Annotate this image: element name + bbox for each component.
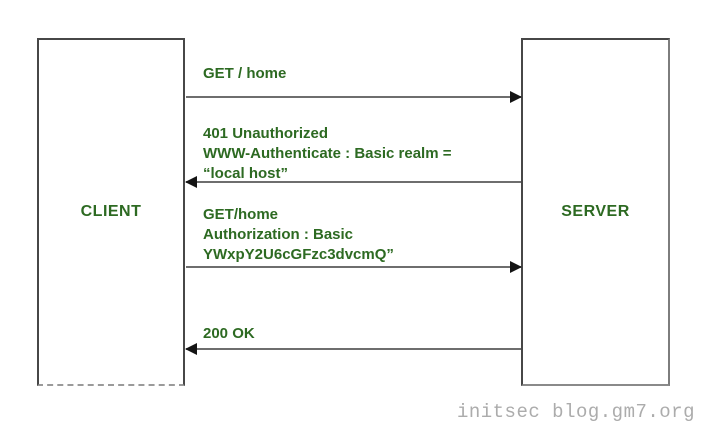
- message-2-line-1: 401 Unauthorized: [203, 125, 329, 142]
- message-2-label: 401 Unauthorized WWW-Authenticate : Basi…: [203, 124, 518, 184]
- message-3-arrow: [186, 261, 522, 273]
- arrowhead-left-icon: [185, 176, 197, 188]
- message-1-label: GET / home: [203, 64, 518, 84]
- message-3-line-1: GET/home: [203, 206, 279, 223]
- message-3-line-2: Authorization : Basic: [203, 226, 354, 243]
- message-1-arrow: [186, 91, 522, 103]
- message-2-line-2: WWW-Authenticate : Basic realm =: [203, 145, 452, 162]
- message-2-arrow: [185, 176, 521, 188]
- message-3-label: GET/home Authorization : Basic YWxpY2U6c…: [203, 205, 518, 265]
- message-2-line-3: “local host”: [203, 165, 289, 182]
- arrowhead-left-icon: [185, 343, 197, 355]
- arrowhead-right-icon: [510, 91, 522, 103]
- client-box: CLIENT: [37, 38, 185, 386]
- server-box: SERVER: [521, 38, 670, 386]
- watermark-text: initsec blog.gm7.org: [456, 401, 695, 423]
- message-1-line-1: GET / home: [203, 65, 287, 82]
- server-label: SERVER: [561, 203, 630, 220]
- message-3-line-3: YWxpY2U6cGFzc3dvcmQ”: [203, 246, 394, 263]
- message-4-arrow: [185, 343, 521, 355]
- client-label: CLIENT: [80, 203, 142, 220]
- message-4-label: 200 OK: [203, 324, 518, 344]
- message-4-line-1: 200 OK: [203, 325, 255, 342]
- arrowhead-right-icon: [510, 261, 522, 273]
